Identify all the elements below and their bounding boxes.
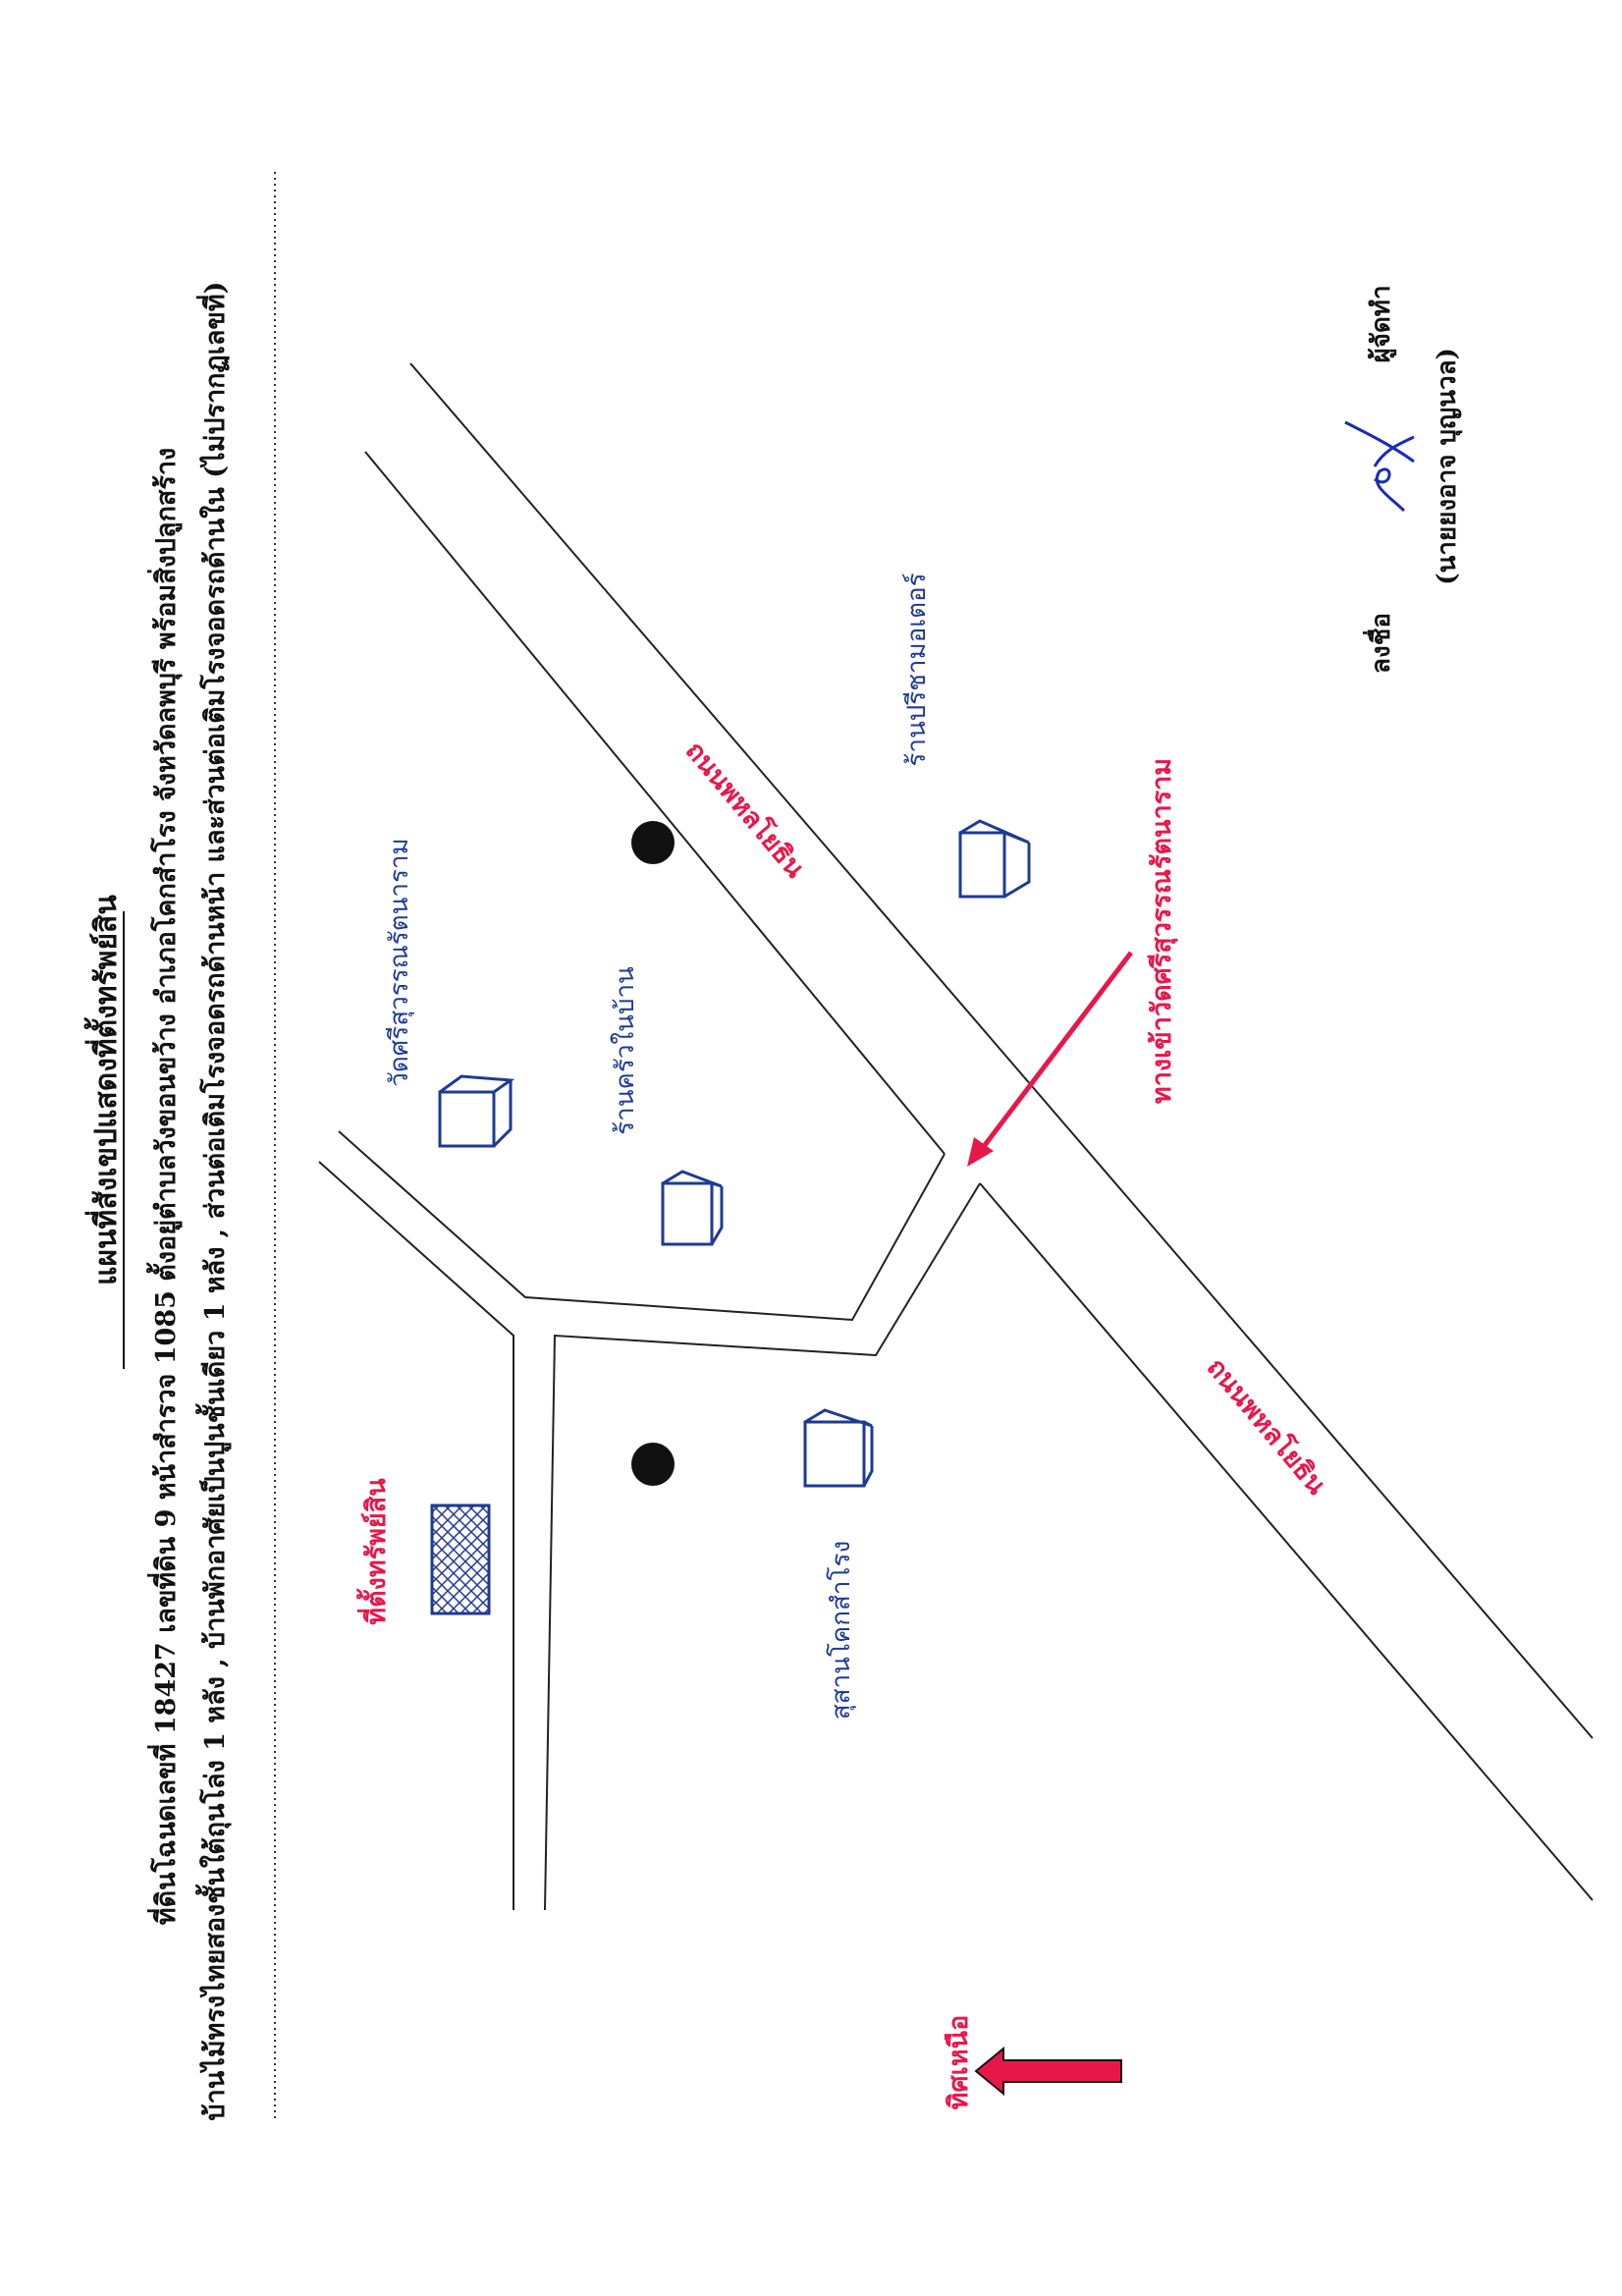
label-temple-entrance: ทางเข้าวัดศรีสุวรรณรัตนาราม (1147, 758, 1178, 1104)
header-line-2: บ้านไม้ทรงไทยสองชั้นใต้ถุนโล่ง 1 หลัง , … (194, 282, 232, 2121)
map-title: แผนที่สังเขปแสดงที่ตั้งทรัพย์สิน (83, 895, 124, 1285)
label-highway-upper: ถนนพหลโยธิน (679, 735, 812, 884)
sign-label: ลงชื่อ (1362, 613, 1396, 674)
building-shop-home (661, 1170, 724, 1246)
entrance-arrow (967, 951, 1133, 1167)
north-arrow-icon (974, 2046, 1122, 2097)
signer-role: ผู้จัดทำ (1367, 285, 1397, 362)
building-shop-motor (958, 819, 1031, 899)
label-north: ทิศเหนือ (944, 2015, 974, 2110)
label-property-location: ที่ตั้งทรัพย์สิน (355, 1478, 392, 1625)
property-marker (430, 1503, 491, 1615)
label-shop-home: ร้านครัวในบ้าน (611, 966, 640, 1135)
header-line-1: ที่ดินโฉนดเลขที่ 18427 เลขที่ดิน 9 หน้าส… (145, 448, 183, 1925)
building-office (803, 1408, 874, 1488)
label-temple: วัดศรีสุวรรณรัตนาราม (385, 838, 414, 1086)
signer-name: (นายยงอาจ บุญนวล) (1433, 348, 1463, 585)
label-highway-lower: ถนนพหลโยธิน (1201, 1351, 1333, 1501)
highway-phahonyothin (364, 362, 1594, 1901)
signature-scribble (1344, 420, 1415, 513)
punch-hole-top (631, 821, 675, 864)
label-office: สุสานโคกสำโรง (826, 1541, 856, 1720)
punch-hole-bottom (631, 1443, 675, 1486)
label-shop-motor: ร้านปรีชามอเตอร์ (902, 573, 932, 766)
building-temple (438, 1074, 515, 1148)
side-road (318, 1130, 981, 1911)
